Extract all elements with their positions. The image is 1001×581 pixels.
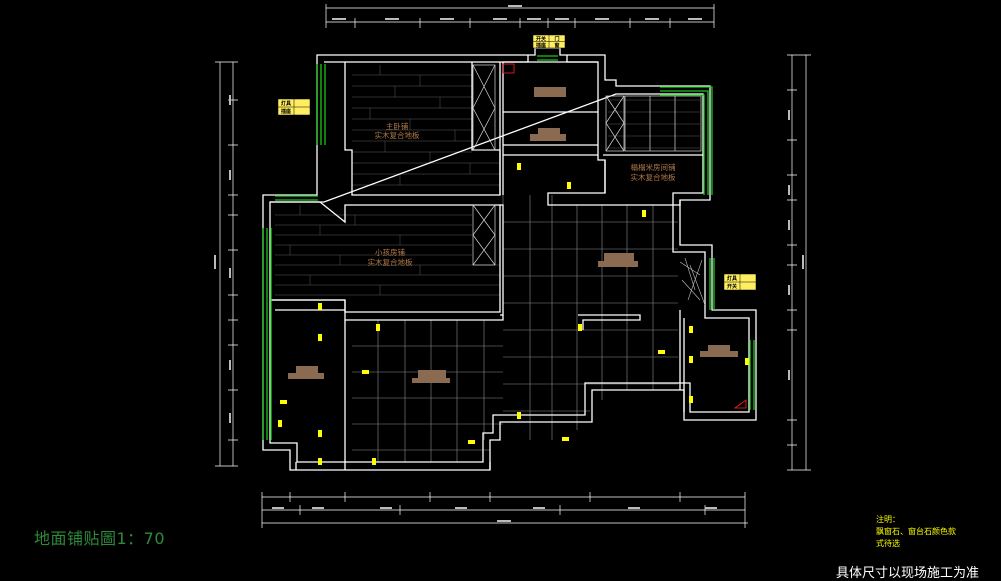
tatami-room-floor: 实木复合地板 bbox=[631, 172, 676, 182]
tag-right-b: 开关 bbox=[727, 283, 737, 290]
tag-top-a: 开关 bbox=[536, 36, 546, 43]
notes-line-2: 式待选 bbox=[876, 539, 900, 548]
wood-floor-hatch bbox=[275, 65, 700, 296]
tag-left-a: 灯具 bbox=[281, 100, 291, 107]
windows bbox=[262, 55, 755, 440]
notes-line-1: 飘窗石、窗台石颜色款 bbox=[876, 527, 956, 536]
legend-tag-top: 开关 插座 门 窗 bbox=[532, 34, 566, 49]
tag-top-d: 窗 bbox=[554, 42, 559, 49]
wardrobes bbox=[472, 64, 702, 266]
drawing-title: 地面铺贴圖1：70 bbox=[34, 529, 166, 548]
tag-top-b: 插座 bbox=[536, 42, 546, 49]
tatami-room-name: 榻榻米房间铺 bbox=[631, 162, 676, 172]
small-bedroom-name: 小孩房铺 bbox=[375, 247, 405, 257]
legend-tag-right: 灯具 开关 bbox=[723, 273, 757, 291]
tag-top-c: 门 bbox=[554, 36, 559, 43]
furniture bbox=[288, 87, 738, 383]
master-bedroom-floor: 实木复合地板 bbox=[375, 130, 420, 140]
plant-decoration bbox=[679, 257, 706, 306]
dimension-text bbox=[214, 5, 804, 522]
legend-tag-left: 灯具 插座 bbox=[277, 98, 311, 116]
electrical-markers bbox=[278, 163, 749, 465]
master-bedroom-name: 主卧铺 bbox=[386, 121, 409, 131]
tag-right-a: 灯具 bbox=[727, 275, 737, 282]
red-markers bbox=[502, 63, 747, 409]
dimension-lines bbox=[215, 4, 811, 528]
walls bbox=[262, 47, 757, 471]
notes-block: 注明： 飘窗石、窗台石颜色款 式待选 bbox=[876, 514, 956, 550]
small-bedroom-floor: 实木复合地板 bbox=[368, 257, 413, 267]
footer-note: 具体尺寸以现场施工为准 bbox=[836, 566, 980, 581]
tag-left-b: 插座 bbox=[281, 108, 291, 115]
notes-heading: 注明： bbox=[876, 515, 900, 524]
tile-grid bbox=[352, 195, 678, 462]
